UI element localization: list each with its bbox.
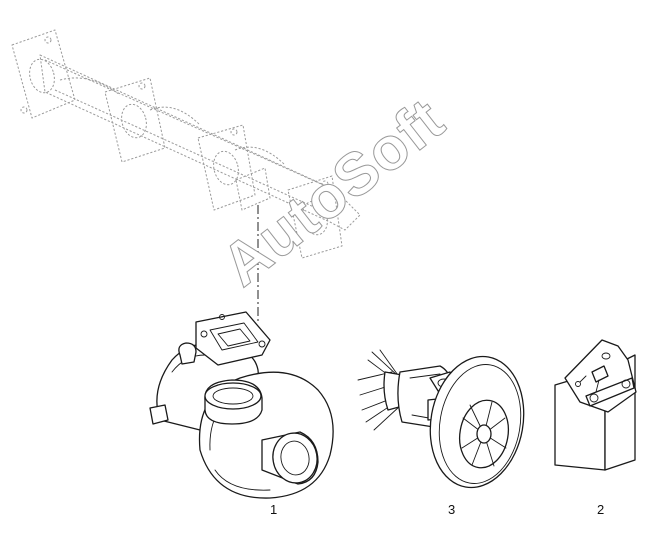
turbo-cartridge bbox=[357, 349, 525, 489]
callout-part-3: 3 bbox=[448, 502, 456, 517]
callout-part-1: 1 bbox=[270, 502, 278, 517]
gasket-kit-package bbox=[554, 339, 637, 471]
turbocharger bbox=[149, 311, 334, 499]
callout-part-2: 2 bbox=[597, 502, 605, 517]
